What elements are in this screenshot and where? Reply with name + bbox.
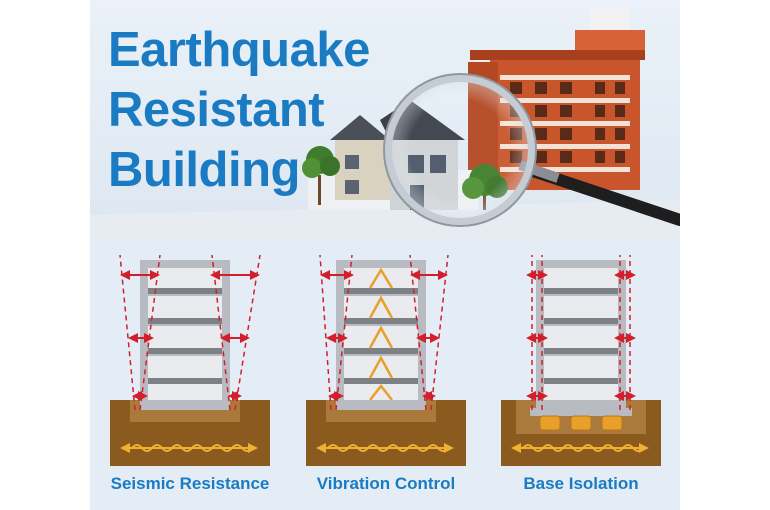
vibration-control-building-icon: [306, 254, 466, 466]
magnifying-glass-icon: [383, 73, 680, 227]
label-seismic-resistance: Seismic Resistance: [110, 474, 270, 493]
building-models-photo: [90, 0, 680, 240]
title-line-2: Resistant: [108, 83, 325, 137]
infographic-panel: Earthquake Resistant Building: [90, 0, 680, 510]
title-line-1: Earthquake: [108, 23, 370, 77]
label-base-isolation: Base Isolation: [523, 474, 639, 493]
label-vibration-control: Vibration Control: [316, 474, 456, 493]
page-title: Earthquake Resistant Building: [108, 20, 370, 200]
base-isolation-building-icon: [501, 255, 661, 466]
seismic-resistance-building-icon: [110, 254, 270, 466]
method-diagrams: [110, 254, 661, 466]
damper-icon: [368, 267, 394, 401]
title-line-3: Building: [108, 143, 300, 197]
isolator-icon: [539, 415, 623, 431]
